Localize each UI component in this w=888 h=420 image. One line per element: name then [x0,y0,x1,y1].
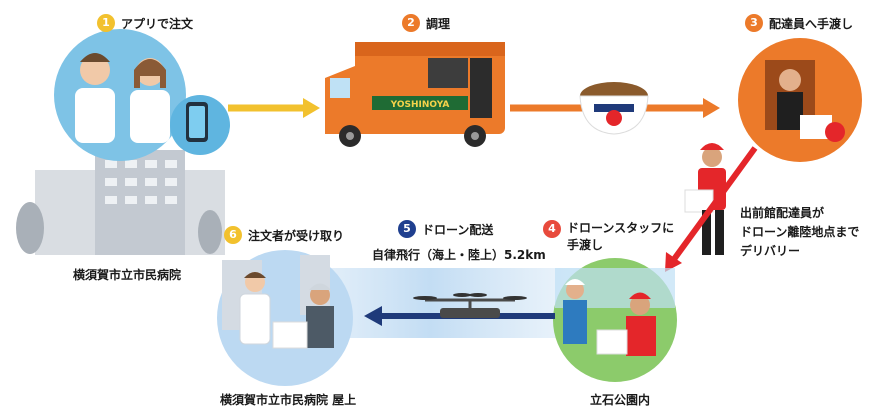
drone-illustration [413,293,527,318]
step-6-text: 注文者が受け取り [248,228,345,243]
step-2-number-badge: 2 [402,14,420,32]
step-5-label: 5 ドローン配送 [398,220,493,238]
flight-route-text: 自律飛行（海上・陸上）5.2km [372,248,546,262]
food-truck-illustration: YOSHINOYA [325,42,505,147]
step-1-number-badge: 1 [97,14,115,32]
rooftop-receive-illustration [217,250,353,386]
step-6-label: 6 注文者が受け取り [224,226,344,244]
arrow-orange-right [703,98,720,118]
courier-description-line3: デリバリー [740,244,801,258]
courier-description-line2: ドローン離陸地点まで [740,225,860,239]
arrow-yellow-right [303,98,320,118]
handoff-illustration [738,38,862,162]
step-3-number-badge: 3 [745,14,763,32]
park-label: 立石公園内 [590,393,651,407]
courier-description: 出前館配達員が ドローン離陸地点まで デリバリー [740,204,859,261]
step-4-text-line2: 手渡し [567,238,604,252]
step-6-number-badge: 6 [224,226,242,244]
step-1-text: アプリで注文 [121,16,194,31]
courier-description-line1: 出前館配達員が [740,206,825,220]
step-2-label: 2 調理 [402,14,450,32]
step-3-label: 3 配達員へ手渡し [745,14,853,32]
step-4-number-badge: 4 [543,220,561,238]
step-4-text-line1: ドローンスタッフに [567,221,675,235]
step-5-number-badge: 5 [398,220,416,238]
hospital-name-label: 横須賀市立市民病院 [73,268,182,282]
step-2-text: 調理 [426,16,451,31]
step-4-label: 4 ドローンスタッフに 手渡し [543,220,674,254]
step-3-text: 配達員へ手渡し [769,16,854,31]
hospital-roof-label: 横須賀市立市民病院 屋上 [220,393,357,407]
doctors-ordering-illustration [54,29,230,161]
gyudon-bowl-illustration [579,82,649,135]
step-1-label: 1 アプリで注文 [97,14,193,32]
arrow-red-down [665,252,682,272]
park-staff-illustration [553,258,677,382]
hospital-illustration [16,150,225,255]
truck-brand-text: YOSHINOYA [390,100,450,110]
arrow-navy-left [364,306,382,326]
step-5-text: ドローン配送 [422,222,494,237]
